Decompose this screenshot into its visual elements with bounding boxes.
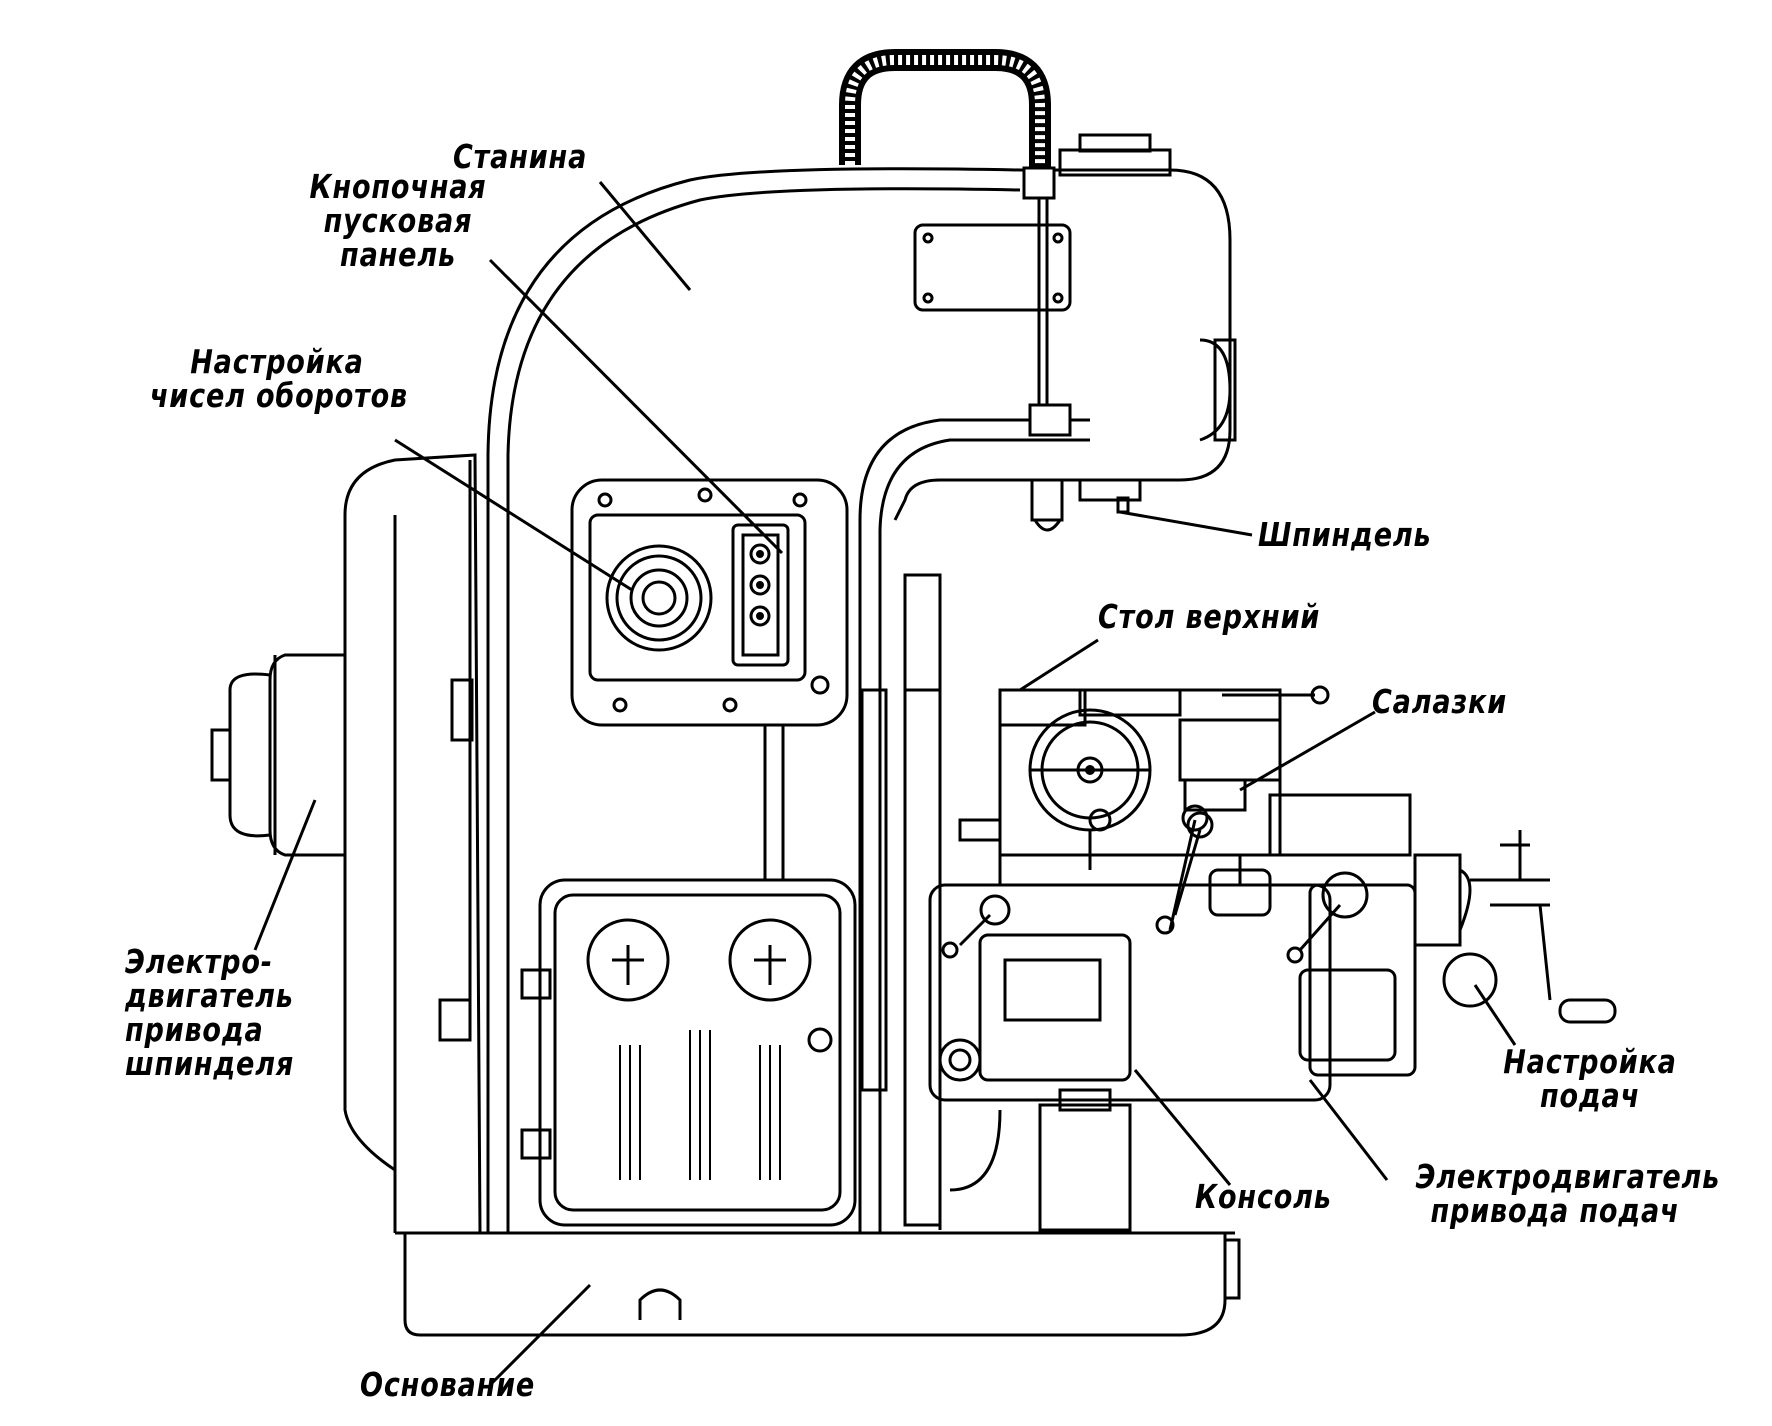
label-button-panel-line-2: пусковая <box>323 201 473 240</box>
leader-console <box>1133 1069 1232 1186</box>
label-speed-setting: Настройка чисел оборотов <box>149 342 408 415</box>
label-spindle-motor-line-1: Электро- <box>125 942 273 981</box>
label-feed-setting: Настройка подач <box>1500 1045 1680 1113</box>
label-feed-motor-line-1: Электродвигатель <box>1415 1157 1721 1196</box>
label-spindle-motor: Электро- двигатель привода шпинделя <box>125 945 294 1081</box>
label-spindle: Шпиндель <box>1258 518 1431 552</box>
label-spindle-motor-line-3: привода <box>125 1010 264 1049</box>
label-button-panel: Кнопочная пусковая панель <box>308 170 488 272</box>
base-drawing <box>395 1231 1241 1337</box>
label-speed-setting-line-1: Настройка <box>190 342 364 381</box>
label-button-panel-line-1: Кнопочная <box>309 167 487 206</box>
electrical-cabinet-drawing <box>520 688 888 1227</box>
label-button-panel-line-3: панель <box>340 235 456 274</box>
label-console: Консоль <box>1195 1180 1332 1214</box>
leader-spindle-motor <box>253 799 317 951</box>
leader-speed-setting <box>394 438 633 592</box>
leader-button-panel <box>488 258 784 555</box>
leader-feed-motor <box>1308 1079 1389 1181</box>
spindle-motor-housing-drawing <box>210 453 482 1234</box>
label-console-text: Консоль <box>1195 1177 1332 1216</box>
feed-handwheel-drawing <box>1413 830 1617 1024</box>
leader-lines <box>253 181 1517 1387</box>
label-frame: Станина <box>453 140 587 174</box>
label-speed-setting-line-2: чисел оборотов <box>149 376 408 415</box>
label-upper-table-text: Стол верхний <box>1098 597 1321 636</box>
vertical-way-drawing <box>903 573 942 1227</box>
label-slide: Салазки <box>1372 685 1507 719</box>
label-feed-motor: Электродвигатель привода подач <box>1415 1157 1721 1230</box>
leader-feed-setting <box>1473 984 1517 1046</box>
label-base: Основание <box>360 1368 535 1402</box>
label-upper-table: Стол верхний <box>1098 600 1320 634</box>
leader-frame <box>598 181 692 291</box>
control-panel-drawing <box>570 478 849 880</box>
leader-slide <box>1239 710 1376 792</box>
label-spindle-motor-line-4: шпинделя <box>125 1044 295 1083</box>
label-frame-text: Станина <box>453 137 588 176</box>
leader-base <box>488 1283 592 1387</box>
label-spindle-text: Шпиндель <box>1258 515 1432 554</box>
leader-upper-table <box>1019 638 1099 692</box>
label-feed-motor-line-2: привода подач <box>1430 1191 1680 1230</box>
label-feed-setting-line-2: подач <box>1539 1076 1641 1115</box>
label-base-text: Основание <box>360 1365 536 1404</box>
label-spindle-motor-line-2: двигатель <box>125 976 294 1015</box>
console-drawing <box>928 811 1417 1232</box>
leader-spindle <box>1119 510 1253 537</box>
frame-drawing <box>486 133 1237 1233</box>
label-slide-text: Салазки <box>1372 682 1507 721</box>
table-and-slide-drawing <box>958 685 1412 931</box>
label-feed-setting-line-1: Настройка <box>1503 1042 1677 1081</box>
cable-loop-drawing <box>839 49 1072 532</box>
